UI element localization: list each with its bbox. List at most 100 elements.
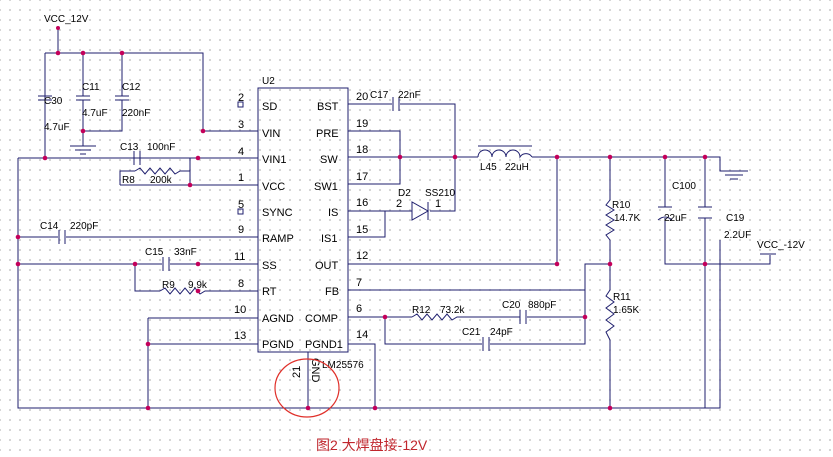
- d2-value: SS210: [425, 188, 455, 199]
- pin-num-sd: 2: [238, 92, 244, 104]
- d2-pin-a: 2: [396, 198, 402, 210]
- r8-value: 200k: [150, 175, 173, 186]
- pin-num-ramp: 9: [238, 224, 244, 236]
- ic-part: LM25576: [322, 360, 364, 371]
- pin-name-ss: SS: [262, 260, 277, 272]
- pad-highlight-circle: [274, 358, 340, 418]
- c11-ref: C11: [82, 82, 100, 93]
- ground-symbol: [720, 170, 748, 180]
- c20-value: 880pF: [528, 300, 556, 311]
- c13-value: 100nF: [147, 142, 175, 153]
- pin-name-bst: BST: [317, 101, 339, 113]
- pin-num-sync: 5: [238, 199, 244, 211]
- c20-ref: C20: [502, 300, 521, 311]
- pin-num-fb: 7: [356, 277, 362, 289]
- pin-num-out: 12: [356, 250, 368, 262]
- r11-ref: R11: [613, 292, 631, 303]
- pin-name-is1: IS1: [321, 233, 338, 245]
- c14-ref: C14: [40, 221, 59, 232]
- pin-num-gnd: 21: [291, 366, 303, 378]
- c12-value: 220nF: [122, 108, 150, 119]
- net-label-vin: VCC_12V: [44, 14, 89, 25]
- pin-name-comp: COMP: [305, 313, 338, 325]
- pin-name-pgnd: PGND: [262, 339, 294, 351]
- c17-value: 22nF: [398, 90, 421, 101]
- ic-ref: U2: [262, 76, 275, 87]
- ic-body: [257, 87, 349, 353]
- pin-num-ss: 11: [234, 251, 245, 263]
- c21-value: 24pF: [490, 327, 513, 338]
- r9-ref: R9: [162, 280, 175, 291]
- c11-value: 4.7uF: [82, 108, 108, 119]
- r11-body: [605, 289, 615, 341]
- pin-name-vin1: VIN1: [262, 154, 286, 166]
- wires: [17, 28, 771, 409]
- pin-num-is: 16: [356, 197, 368, 209]
- c17-ref: C17: [370, 90, 389, 101]
- pin-name-vin: VIN: [262, 128, 280, 140]
- c30-value: 4.7uF: [44, 122, 70, 133]
- pin-num-agnd: 10: [234, 304, 246, 316]
- pin-name-pgnd1: PGND1: [305, 339, 343, 351]
- pin-name-sw1: SW1: [314, 181, 338, 193]
- pin-num-pgnd: 13: [234, 330, 246, 342]
- r8-ref: R8: [122, 175, 135, 186]
- pin-num-is1: 15: [356, 224, 368, 236]
- net-label-vout: VCC_-12V: [757, 240, 805, 251]
- pin-name-fb: FB: [325, 286, 339, 298]
- c100-ref: C100: [672, 181, 696, 192]
- d2-pin-k: 1: [435, 198, 441, 210]
- pin-name-sw: SW: [320, 154, 338, 166]
- net-port-vin: [56, 26, 60, 30]
- pin-name-sync: SYNC: [262, 207, 293, 219]
- pin-name-out: OUT: [315, 260, 339, 272]
- pin-name-rt: RT: [262, 286, 277, 298]
- ground-symbol: [70, 131, 96, 155]
- pin-nc-marker: [237, 208, 244, 215]
- r12-value: 73.2k: [440, 305, 465, 316]
- r10-body: [605, 199, 615, 241]
- pin-name-is: IS: [328, 207, 338, 219]
- r9-value: 9.9k: [188, 280, 208, 291]
- r12-ref: R12: [412, 305, 431, 316]
- c12-ref: C12: [122, 82, 141, 93]
- pin-nc-marker: [237, 101, 244, 108]
- pin-num-comp: 6: [356, 303, 362, 315]
- pin-name-agnd: AGND: [262, 313, 294, 325]
- r8-body: [134, 167, 190, 175]
- pin-num-rt: 8: [238, 278, 244, 290]
- l45-value: 22uH: [505, 162, 529, 173]
- pin-num-vin: 3: [238, 119, 244, 131]
- pin-num-sw1: 17: [356, 171, 368, 183]
- d2-symbol: [411, 201, 430, 221]
- pin-name-pre: PRE: [316, 128, 339, 140]
- pin-num-sw: 18: [356, 144, 368, 156]
- pin-num-vcc: 1: [238, 172, 244, 184]
- pin-name-gnd: GND: [309, 358, 321, 383]
- c15-value: 33nF: [174, 247, 197, 258]
- l45-coil: [477, 149, 533, 159]
- c14-value: 220pF: [70, 221, 98, 232]
- c100-value: 22uF: [664, 213, 687, 224]
- c30-ref: C30: [44, 96, 63, 107]
- pin-num-pgnd1: 14: [356, 329, 368, 341]
- pin-name-vcc: VCC: [262, 181, 285, 193]
- d2-ref: D2: [398, 188, 411, 199]
- pin-name-ramp: RAMP: [262, 233, 294, 245]
- c100-plate-curved: [657, 216, 673, 221]
- figure-caption: 图2 大焊盘接-12V: [316, 437, 428, 453]
- c19-value: 2.2UF: [724, 230, 751, 241]
- r11-value: 1.65K: [613, 305, 639, 316]
- pin-num-vin1: 4: [238, 146, 244, 158]
- pin-name-sd: SD: [262, 101, 277, 113]
- pin-num-pre: 19: [356, 118, 368, 130]
- r12-body: [411, 313, 460, 321]
- c15-ref: C15: [145, 247, 164, 258]
- r10-value: 14.7K: [614, 213, 640, 224]
- junctions: [15, 50, 708, 411]
- pin-num-bst: 20: [356, 91, 368, 103]
- c13-ref: C13: [120, 142, 139, 153]
- r10-ref: R10: [612, 200, 631, 211]
